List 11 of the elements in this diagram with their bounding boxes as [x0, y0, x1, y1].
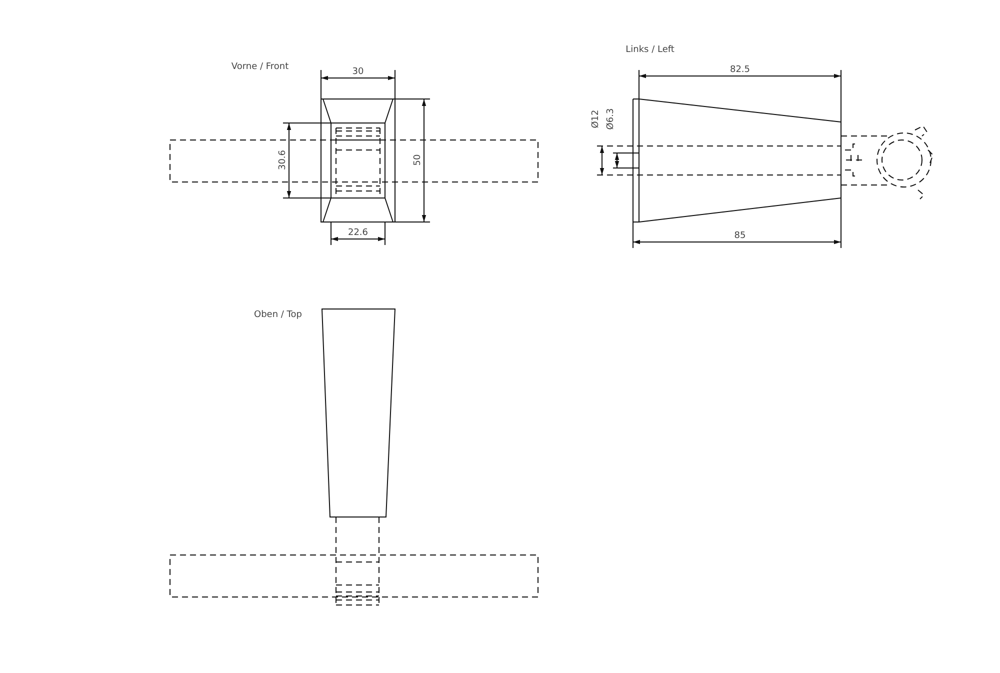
dimension-label: Ø12	[591, 110, 601, 128]
view-title: Links / Left	[626, 45, 674, 55]
dimension-label: 50	[413, 154, 423, 166]
dimension-label: Ø6.3	[606, 108, 616, 130]
dimension-label: 30.6	[278, 150, 288, 170]
view-title: Oben / Top	[254, 310, 302, 320]
dimension-label: 85	[734, 231, 746, 241]
dimension-label: 82.5	[730, 65, 750, 75]
dimension-label: 30	[352, 67, 364, 77]
dimension-label: 22.6	[348, 228, 368, 238]
view-title: Vorne / Front	[231, 62, 289, 72]
